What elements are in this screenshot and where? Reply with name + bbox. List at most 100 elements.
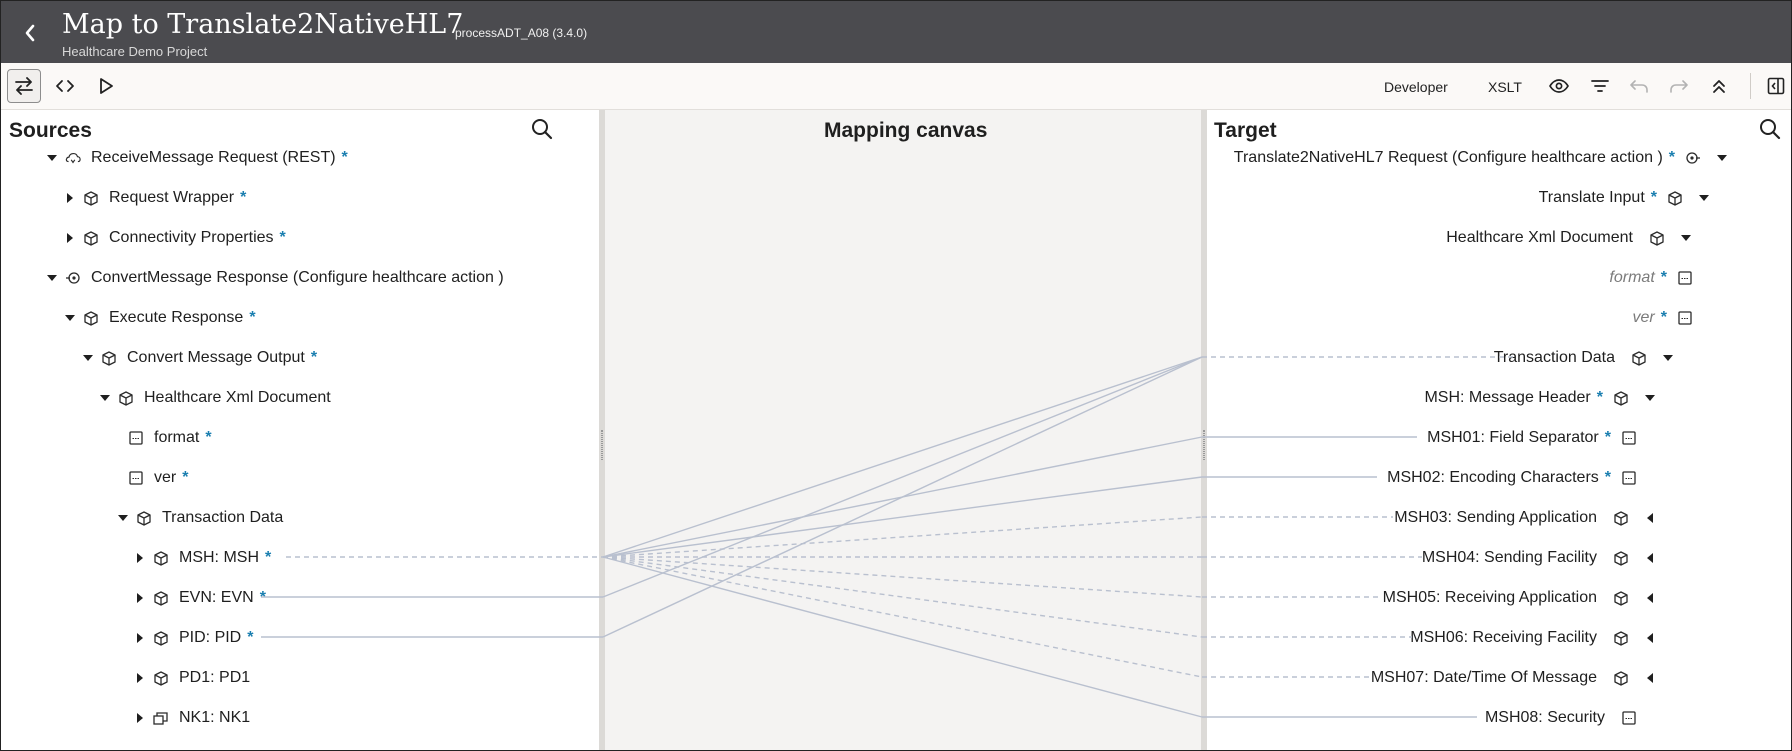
expand-caret-icon[interactable]	[133, 631, 147, 645]
object-icon	[83, 230, 99, 246]
object-icon	[83, 190, 99, 206]
source-node-transaction-data[interactable]: Transaction Data	[116, 503, 289, 533]
collapse-caret-icon[interactable]	[81, 351, 95, 365]
target-node-transaction-data[interactable]: Transaction Data	[1494, 343, 1675, 373]
invoke-response-icon	[65, 270, 81, 286]
xslt-button[interactable]: XSLT	[1488, 79, 1522, 95]
source-node-request-wrapper[interactable]: Request Wrapper*	[63, 183, 246, 213]
target-node-healthcare-xml-document[interactable]: Healthcare Xml Document	[1446, 223, 1693, 253]
splitter-grip[interactable]	[601, 430, 603, 460]
target-node-msh04-sending-facility[interactable]: MSH04: Sending Facility	[1422, 543, 1657, 573]
expand-caret-icon[interactable]	[133, 591, 147, 605]
required-marker: *	[1596, 389, 1603, 406]
source-node-format[interactable]: format*	[128, 423, 212, 453]
source-node-label: Transaction Data	[162, 509, 284, 526]
expand-caret-icon[interactable]	[1643, 511, 1657, 525]
source-node-label: MSH: MSH	[179, 549, 259, 566]
code-view-button[interactable]	[48, 69, 82, 103]
source-node-connectivity-properties[interactable]: Connectivity Properties*	[63, 223, 286, 253]
target-node-translate2nativehl7-request-configure-healthcare-action[interactable]: Translate2NativeHL7 Request (Configure h…	[1234, 143, 1729, 173]
target-node-msh08-security[interactable]: MSH08: Security	[1485, 703, 1637, 733]
expand-caret-icon[interactable]	[133, 711, 147, 725]
object-icon	[83, 310, 99, 326]
target-node-msh05-receiving-application[interactable]: MSH05: Receiving Application	[1383, 583, 1657, 613]
string-field-icon	[128, 430, 144, 446]
search-icon[interactable]	[1757, 116, 1783, 142]
collapse-caret-icon[interactable]	[1715, 151, 1729, 165]
expand-caret-icon[interactable]	[1643, 631, 1657, 645]
back-button[interactable]	[15, 17, 45, 47]
expand-caret-icon[interactable]	[63, 231, 77, 245]
string-field-icon	[1621, 710, 1637, 726]
target-node-translate-input[interactable]: Translate Input*	[1539, 183, 1711, 213]
target-node-msh-message-header[interactable]: MSH: Message Header*	[1424, 383, 1657, 413]
source-node-label: ver	[154, 469, 177, 486]
target-node-msh03-sending-application[interactable]: MSH03: Sending Application	[1394, 503, 1657, 533]
sources-splitter[interactable]	[599, 110, 605, 750]
source-node-convert-message-output[interactable]: Convert Message Output*	[81, 343, 317, 373]
source-node-pd1-pd1[interactable]: PD1: PD1	[133, 663, 256, 693]
target-node-msh07-date-time-of-message[interactable]: MSH07: Date/Time Of Message	[1371, 663, 1657, 693]
target-title: Target	[1214, 119, 1277, 142]
play-icon	[100, 78, 113, 94]
rest-trigger-icon	[65, 150, 81, 166]
collapse-caret-icon[interactable]	[1679, 231, 1693, 245]
source-node-execute-response[interactable]: Execute Response*	[63, 303, 256, 333]
expand-caret-icon[interactable]	[63, 191, 77, 205]
view-options-button[interactable]	[1542, 69, 1576, 103]
required-marker: *	[1660, 309, 1667, 326]
source-node-receivemessage-request-rest[interactable]: ReceiveMessage Request (REST)*	[45, 143, 348, 173]
source-node-healthcare-xml-document[interactable]: Healthcare Xml Document	[98, 383, 337, 413]
target-node-ver[interactable]: ver*	[1633, 303, 1693, 333]
undo-button[interactable]	[1622, 69, 1656, 103]
collapse-caret-icon[interactable]	[45, 271, 59, 285]
source-node-pid-pid[interactable]: PID: PID *	[133, 623, 253, 653]
source-node-nk1-nk1[interactable]: NK1: NK1	[133, 703, 256, 733]
expand-caret-icon[interactable]	[1643, 551, 1657, 565]
object-icon	[153, 590, 169, 606]
expand-caret-icon[interactable]	[1643, 591, 1657, 605]
source-node-msh-msh[interactable]: MSH: MSH*	[133, 543, 271, 573]
required-marker: *	[182, 469, 189, 486]
expand-caret-icon[interactable]	[133, 671, 147, 685]
test-run-button[interactable]	[89, 69, 123, 103]
source-node-evn-evn[interactable]: EVN: EVN*	[133, 583, 266, 613]
search-icon[interactable]	[529, 116, 555, 142]
splitter-grip[interactable]	[1203, 430, 1205, 460]
expand-caret-icon[interactable]	[1643, 671, 1657, 685]
source-node-label: Request Wrapper	[109, 189, 235, 206]
collapse-caret-icon[interactable]	[1643, 391, 1657, 405]
collapse-caret-icon[interactable]	[45, 151, 59, 165]
required-marker: *	[1660, 269, 1667, 286]
canvas-title: Mapping canvas	[824, 119, 988, 142]
source-node-label: PID: PID	[179, 629, 242, 646]
redo-button[interactable]	[1662, 69, 1696, 103]
toggle-panel-button[interactable]	[1759, 69, 1791, 103]
target-node-label: Transaction Data	[1493, 349, 1615, 366]
developer-mode-button[interactable]: Developer	[1384, 79, 1448, 95]
object-icon	[1613, 390, 1629, 406]
target-node-msh06-receiving-facility[interactable]: MSH06: Receiving Facility	[1410, 623, 1657, 653]
filter-button[interactable]	[1583, 69, 1617, 103]
target-node-format[interactable]: format*	[1609, 263, 1693, 293]
string-field-icon	[1677, 270, 1693, 286]
target-node-msh02-encoding-characters[interactable]: MSH02: Encoding Characters*	[1387, 463, 1637, 493]
object-icon	[153, 550, 169, 566]
source-node-ver[interactable]: ver *	[128, 463, 188, 493]
required-marker: *	[247, 629, 254, 646]
collapse-all-button[interactable]	[1702, 69, 1736, 103]
object-icon	[118, 390, 134, 406]
mapper-view-button[interactable]	[7, 69, 41, 103]
expand-caret-icon[interactable]	[133, 551, 147, 565]
collapse-caret-icon[interactable]	[98, 391, 112, 405]
source-node-convertmessage-response-configure-healthcare-action[interactable]: ConvertMessage Response (Configure healt…	[45, 263, 510, 293]
collapse-caret-icon[interactable]	[1697, 191, 1711, 205]
collapse-caret-icon[interactable]	[1661, 351, 1675, 365]
target-splitter[interactable]	[1201, 110, 1207, 750]
collapse-caret-icon[interactable]	[116, 511, 130, 525]
target-node-msh01-field-separator[interactable]: MSH01: Field Separator*	[1427, 423, 1637, 453]
object-icon	[1613, 590, 1629, 606]
project-subtitle: Healthcare Demo Project	[62, 44, 208, 59]
collapse-caret-icon[interactable]	[63, 311, 77, 325]
mapping-canvas[interactable]: Mapping canvas	[605, 110, 1201, 750]
